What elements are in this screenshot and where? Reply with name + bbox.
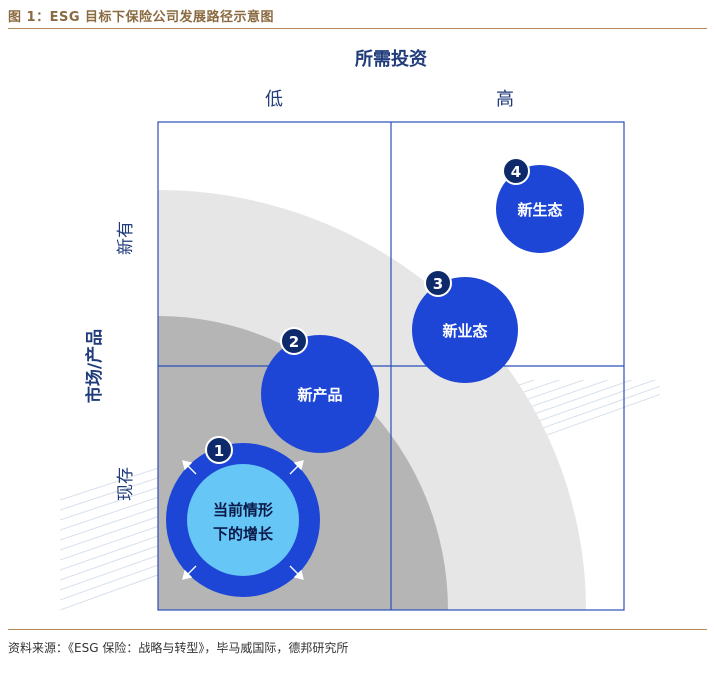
y-axis-title: 市场/产品: [84, 329, 105, 403]
stage-4-number: 4: [511, 163, 521, 181]
stage-2-label: 新产品: [297, 386, 342, 404]
stage-4-new-ecosystem: 新生态 4: [496, 157, 584, 253]
source-note: 资料来源：《ESG 保险：战略与转型》，毕马威国际，德邦研究所: [8, 641, 349, 655]
stage-1-number: 1: [214, 442, 224, 460]
stage-2-new-products: 新产品 2: [261, 327, 379, 453]
stage-1-label-line2: 下的增长: [213, 525, 274, 543]
x-axis-title: 所需投资: [355, 48, 427, 70]
figure-title: 图 1：ESG 目标下保险公司发展路径示意图: [8, 10, 275, 25]
x-axis-high-label: 高: [496, 89, 514, 110]
y-axis-new-label: 新有: [116, 221, 136, 255]
stage-2-number: 2: [289, 333, 299, 351]
stage-4-label: 新生态: [517, 201, 562, 219]
y-axis-existing-label: 现存: [116, 467, 136, 501]
x-axis-low-label: 低: [265, 89, 283, 110]
stage-3-number: 3: [433, 275, 443, 293]
stage-3-label: 新业态: [442, 322, 487, 340]
stage-1-label-line1: 当前情形: [213, 501, 273, 519]
expand-arrows-icon: [182, 460, 304, 580]
stage-3-new-business: 新业态 3: [412, 269, 518, 383]
top-rule: [8, 28, 707, 29]
stage-1-current-growth: 当前情形 下的增长 1: [166, 436, 320, 597]
bottom-rule: [8, 629, 707, 630]
